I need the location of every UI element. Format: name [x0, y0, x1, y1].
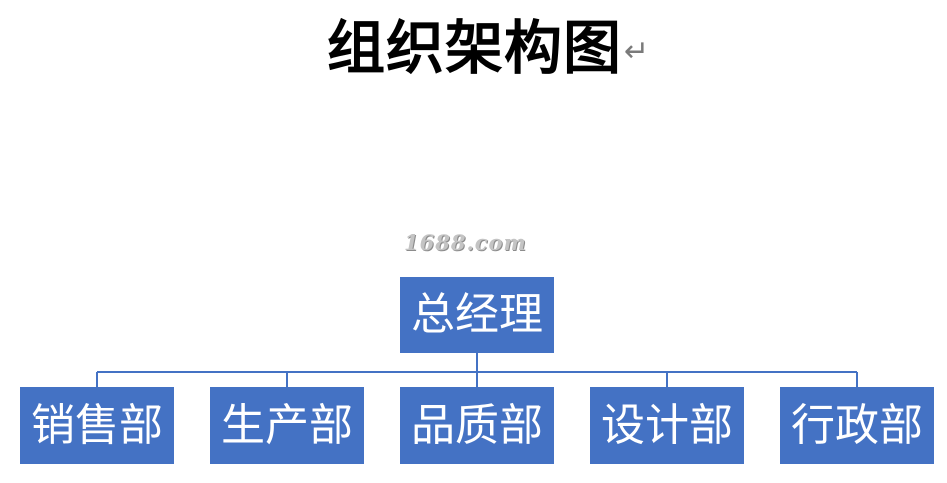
org-node-design[interactable]: 设计部 [590, 387, 744, 464]
watermark: 1688.com [404, 230, 527, 255]
org-node-general-manager[interactable]: 总经理 [400, 277, 554, 353]
org-node-label: 销售部 [31, 399, 163, 451]
paragraph-mark-icon: ↵ [624, 34, 651, 69]
title-text: 组织架构图 [327, 14, 623, 82]
org-node-sales[interactable]: 销售部 [20, 387, 174, 464]
org-node-label: 设计部 [601, 399, 733, 451]
org-node-label: 生产部 [221, 399, 353, 451]
org-node-quality[interactable]: 品质部 [400, 387, 554, 464]
page-title: 组织架构图 ↵ [327, 8, 650, 88]
org-node-production[interactable]: 生产部 [210, 387, 364, 464]
org-node-label: 总经理 [411, 289, 543, 340]
org-node-administration[interactable]: 行政部 [780, 387, 934, 464]
org-node-label: 品质部 [411, 399, 543, 451]
org-node-label: 行政部 [791, 399, 923, 451]
